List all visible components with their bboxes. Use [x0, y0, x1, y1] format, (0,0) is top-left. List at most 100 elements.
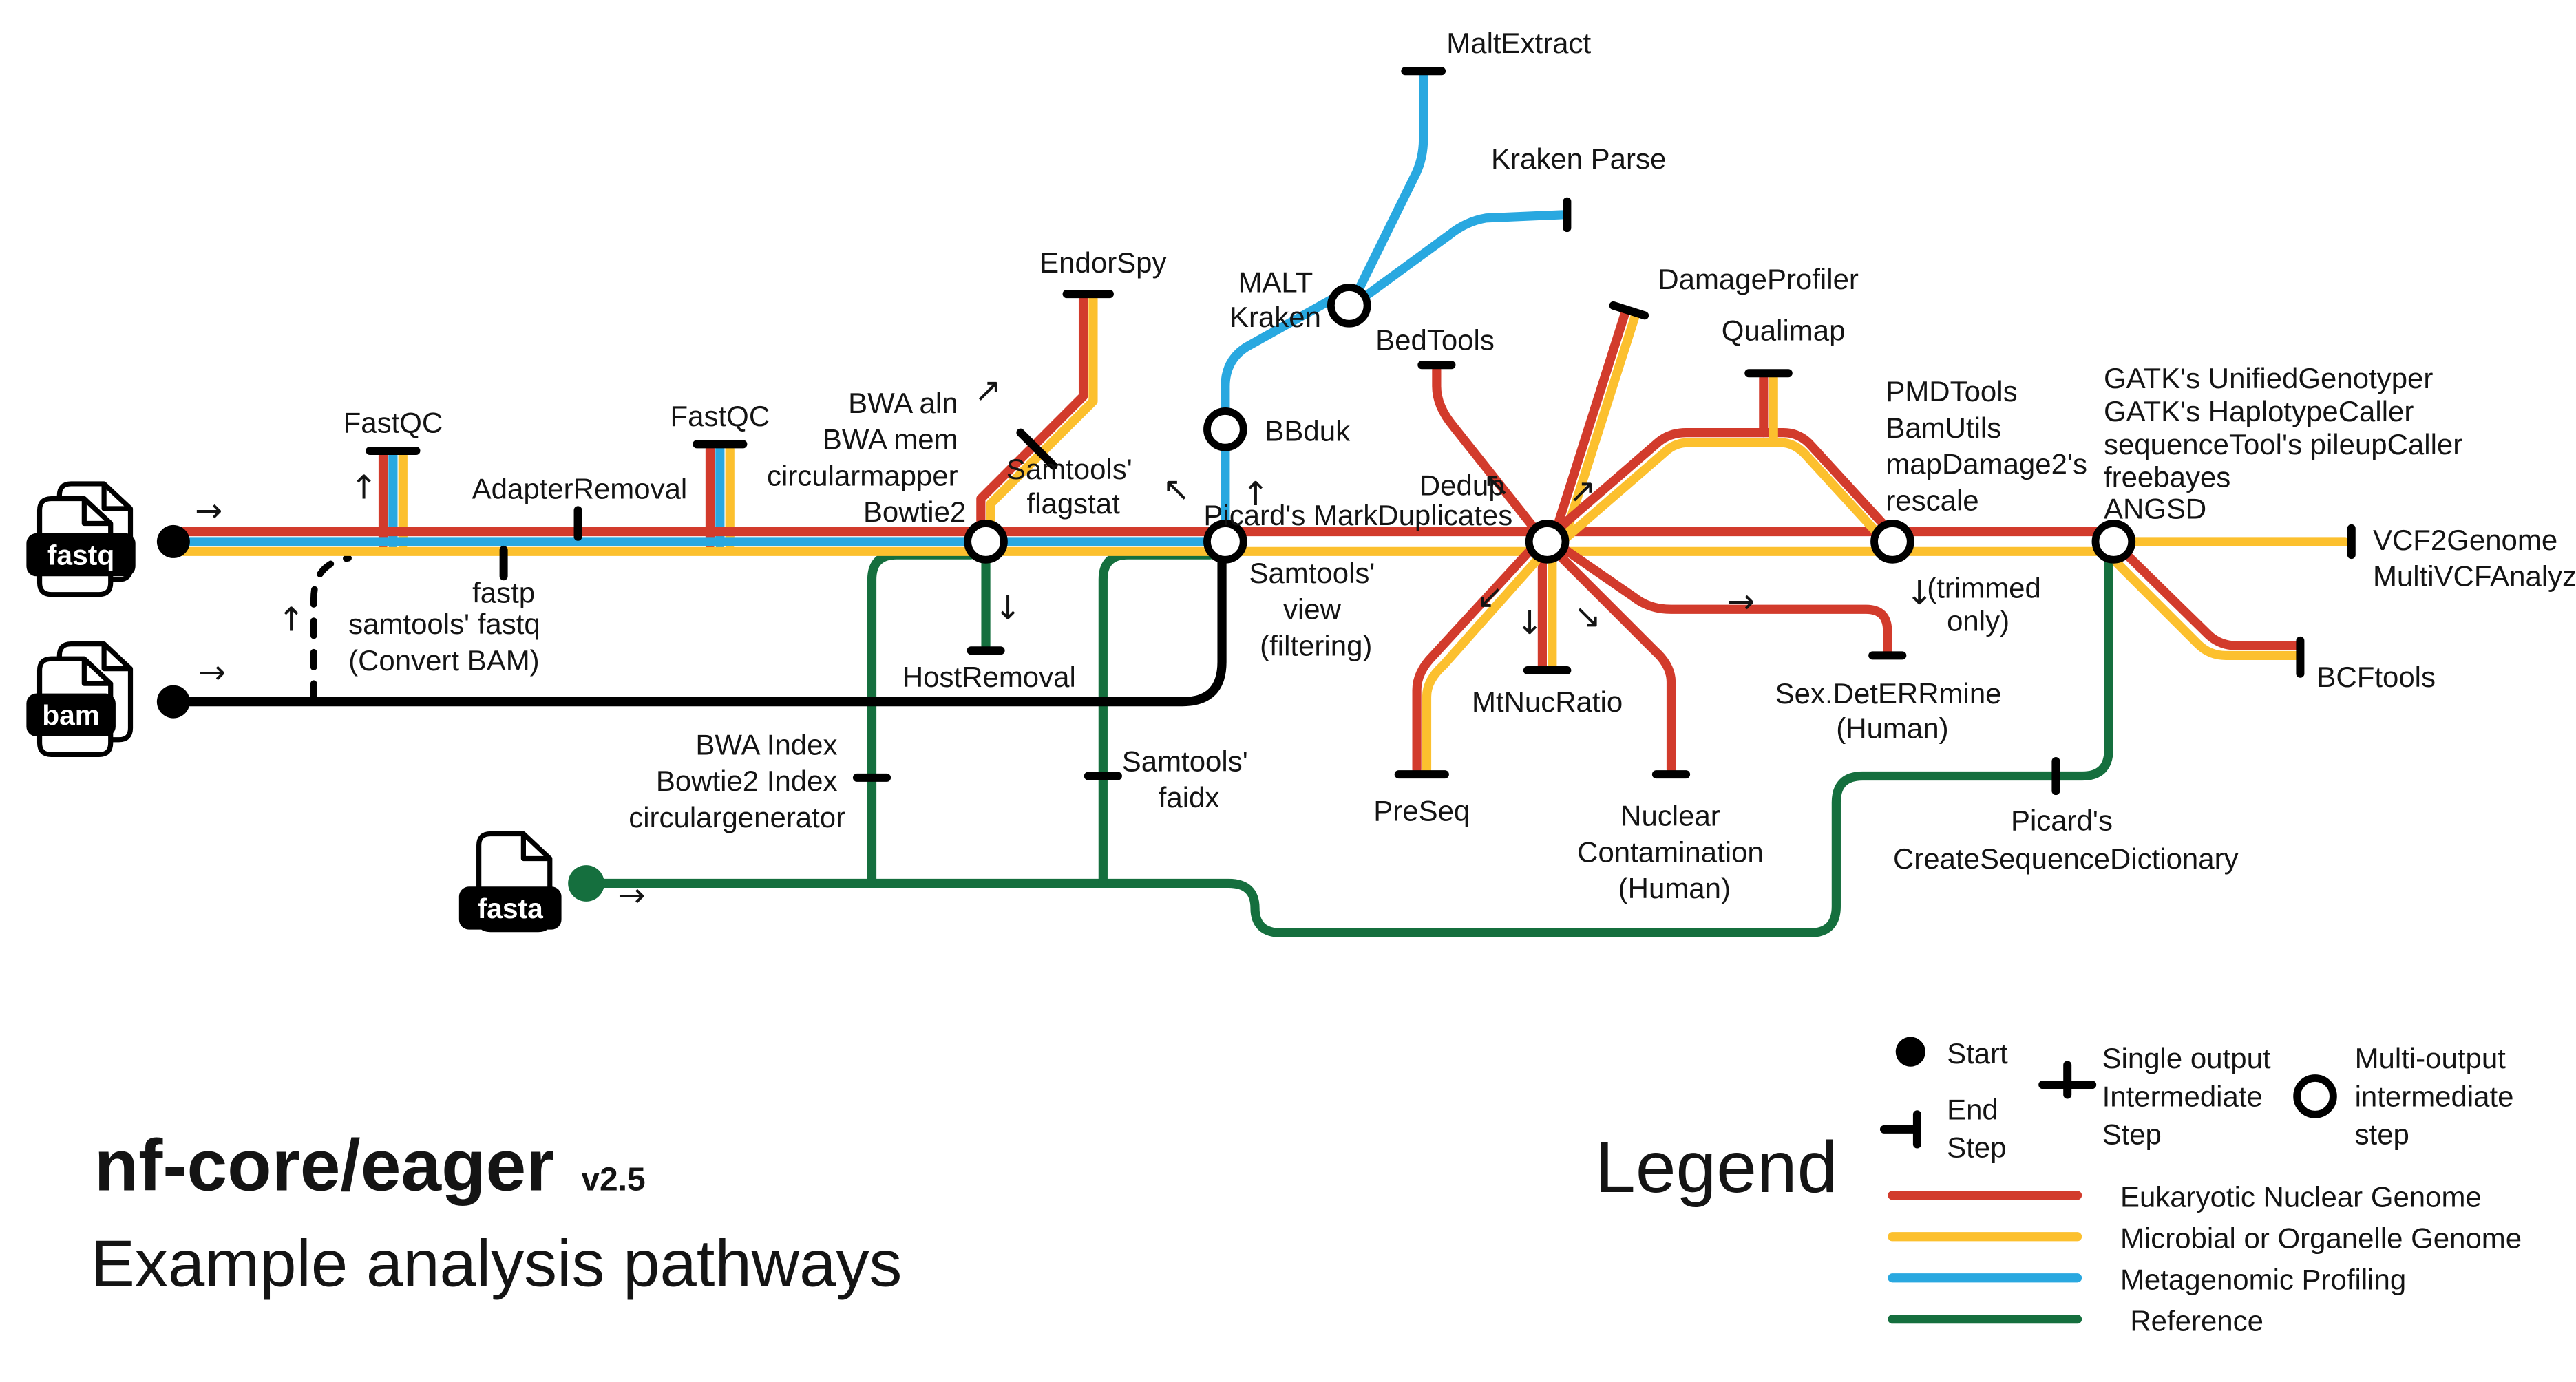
krakenparse-line [1359, 210, 1567, 302]
bedtools-line [1432, 365, 1541, 535]
label-convert-bam: samtools' fastq (Convert BAM) [348, 608, 548, 677]
legend-label-eukaryotic: Eukaryotic Nuclear Genome [2120, 1181, 2482, 1213]
node-pmd [1870, 520, 1914, 564]
direction-arrow-icon: ↗ [974, 371, 1002, 410]
start-dot-bam [156, 685, 190, 719]
reference-main-line [581, 555, 2113, 938]
label-damageprofiler: DamageProfiler [1658, 263, 1859, 295]
sexdeterrmine-line [1561, 545, 1892, 655]
label-nuclear-contamination: Nuclear Contamination (Human) [1577, 799, 1771, 904]
direction-arrow-icon: ↘ [1574, 597, 1601, 636]
fasta-file-icon: fasta [458, 831, 562, 933]
direction-arrow-icon: ↓ [1905, 574, 1933, 613]
legend-single-output-icon [2038, 1061, 2097, 1099]
direction-arrow-icon: ↗ [1569, 471, 1596, 510]
maltextract-line [1354, 71, 1428, 294]
label-maltextract: MaltExtract [1446, 27, 1591, 59]
legend-start-icon [1895, 1036, 1925, 1067]
direction-arrow-icon: ↖ [1483, 465, 1510, 504]
label-vcf-outputs: VCF2Genome MultiVCFAnalyzer [2373, 524, 2576, 593]
label-hostremoval: HostRemoval [902, 661, 1076, 693]
damageprofiler-yellow [1562, 312, 1640, 535]
bbduk-to-malt-line [1221, 294, 1338, 416]
node-dedup [1525, 520, 1570, 564]
node-bbduk [1203, 407, 1247, 451]
preseq-yellow [1422, 557, 1541, 774]
label-bcftools: BCFtools [2316, 661, 2436, 693]
label-createsequencedictionary: Picard's CreateSequenceDictionary [1893, 805, 2239, 875]
direction-arrow-icon: ↓ [1516, 604, 1543, 642]
legend-end-step-icon [1879, 1110, 1921, 1149]
bam-label: bam [42, 699, 100, 731]
label-preseq: PreSeq [1373, 794, 1470, 827]
reference-faidx-branch [1098, 550, 1215, 889]
title-block: nf-core/eager v2.5 Example analysis path… [91, 1125, 902, 1301]
direction-arrow-icon: → [1727, 582, 1755, 621]
qualimap-arc-red [1554, 428, 1889, 533]
direction-arrow-icon: ↓ [994, 589, 1022, 628]
reference-index-branch [867, 550, 976, 889]
bcftools-red [2120, 549, 2300, 650]
label-sexdeterrmine: Sex.DetERRmine (Human) [1775, 677, 2010, 744]
legend-heading: Legend [1595, 1127, 1837, 1208]
figure-subtitle: Example analysis pathways [91, 1227, 902, 1301]
fastq-label: fastq [47, 539, 114, 571]
node-mapping [964, 520, 1008, 564]
legend: Legend Start End Step Single output Inte… [1595, 1036, 2522, 1337]
label-qualimap: Qualimap [1722, 314, 1846, 346]
label-fastp: fastp [472, 577, 535, 609]
label-bbduk: BBduk [1265, 415, 1351, 447]
direction-arrow-icon: → [617, 876, 645, 915]
node-genotyping [2091, 520, 2136, 564]
bam-label-band [26, 693, 116, 736]
direction-arrow-icon: ↖ [1163, 470, 1190, 509]
legend-multi-output-label: Multi-output intermediate step [2355, 1042, 2522, 1150]
convert-bam-dashed-line [310, 555, 352, 702]
label-fastqc-1: FastQC [344, 407, 443, 439]
node-samtools-view [1203, 520, 1247, 564]
label-faidx: Samtools' faidx [1122, 745, 1256, 814]
end-bar-damageprofiler [1609, 301, 1649, 320]
label-mtnucratio: MtNucRatio [1472, 685, 1623, 718]
qualimap-arc-yellow [1561, 438, 1882, 543]
direction-arrow-icon: ↑ [350, 469, 378, 507]
label-adapterremoval: AdapterRemoval [472, 473, 688, 505]
label-malt-kraken: MALT Kraken [1229, 266, 1321, 333]
label-pmd: PMDTools BamUtils mapDamage2's rescale [1886, 375, 2095, 516]
label-trimmed-only: (trimmed only) [1927, 571, 2049, 637]
bam-file-icon: bam [26, 641, 134, 757]
label-flagstat: Samtools' flagstat [1006, 453, 1141, 520]
label-dedup: Dedup Picard's MarkDuplicates [1203, 469, 1512, 531]
start-dot-fastq [156, 524, 190, 558]
legend-end-step-label: End Step [1947, 1093, 2006, 1163]
tick-flagstat [1016, 428, 1058, 470]
start-dot-fasta [568, 865, 604, 902]
label-samtools-view: Samtools' view (filtering) [1249, 557, 1383, 662]
nuclear-contamination-line [1554, 550, 1676, 774]
legend-multi-output-icon [2293, 1074, 2337, 1118]
bcftools-yellow [2112, 558, 2300, 661]
direction-arrow-icon: ↙ [1476, 577, 1503, 616]
label-bwa-index: BWA Index Bowtie2 Index circulargenerato… [629, 728, 845, 833]
fasta-label: fasta [478, 893, 543, 924]
label-mapping: BWA aln BWA mem circularmapper Bowtie2 [767, 387, 966, 528]
label-krakenparse: Kraken Parse [1491, 142, 1666, 175]
label-endorspy: EndorSpy [1039, 246, 1166, 279]
figure-version: v2.5 [581, 1162, 645, 1198]
label-genotyping: GATK's UnifiedGenotyper GATK's Haplotype… [2104, 362, 2471, 524]
fastq-label-band [26, 533, 136, 577]
node-malt-kraken [1327, 284, 1371, 328]
legend-label-reference: Reference [2130, 1305, 2263, 1337]
direction-arrow-icon: → [195, 491, 222, 530]
direction-arrows: → ↑ ↑ → ↗ ↓ ↖ ↑ ↖ ↗ ↙ ↓ ↘ → ↓ → [195, 371, 1933, 915]
direction-arrow-icon: ↑ [1242, 475, 1269, 513]
damageprofiler-red [1552, 309, 1629, 531]
bam-input-line [169, 557, 1227, 707]
fasta-label-band [458, 886, 562, 930]
legend-label-microbial: Microbial or Organelle Genome [2120, 1222, 2522, 1255]
direction-arrow-icon: → [198, 653, 226, 692]
legend-single-output-label: Single output Intermediate Step [2102, 1042, 2279, 1150]
label-bedtools: BedTools [1375, 324, 1495, 357]
